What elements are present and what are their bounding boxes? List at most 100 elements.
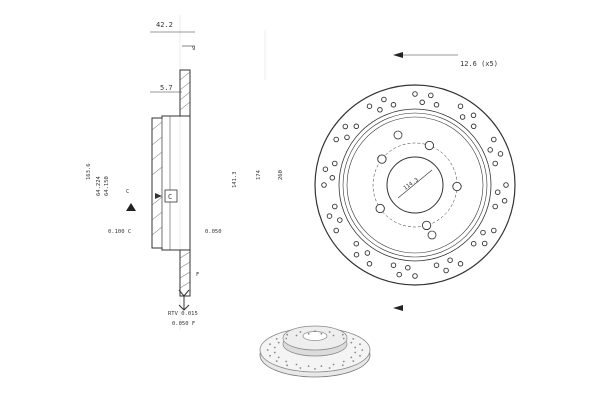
dim-outer-diameter: 260	[278, 170, 284, 180]
datum-box-c-label: C	[168, 193, 172, 201]
friction-ring-bottom	[179, 249, 191, 297]
ring-inner-edge	[338, 108, 492, 262]
label-f: F	[196, 272, 199, 278]
preview-drill-dot	[295, 334, 298, 337]
drill-hole	[366, 103, 373, 109]
preview-drill-dot	[320, 333, 323, 335]
datum-triangle	[126, 203, 136, 211]
tolerance-left: 0.100 C	[108, 229, 131, 235]
label-c-left: C	[126, 189, 129, 195]
preview-drill-dot	[352, 360, 355, 362]
leader-arrow-top	[393, 52, 403, 58]
drill-hole	[377, 107, 383, 113]
bolt-hole	[424, 140, 435, 151]
hat-outline	[151, 115, 180, 251]
drill-hole	[344, 134, 350, 141]
disc-preview	[259, 325, 371, 378]
drill-hole	[321, 182, 327, 188]
drill-hole	[329, 175, 336, 181]
drill-hole	[337, 217, 343, 223]
drill-hole	[447, 257, 453, 263]
bolt-hole	[421, 220, 432, 231]
preview-drill-dot	[286, 333, 289, 336]
drill-hole	[333, 227, 339, 234]
preview-drill-dot	[307, 333, 310, 335]
drill-hole	[497, 151, 504, 157]
preview-drill-dot	[299, 331, 302, 333]
dim-diameter-2: 64.224	[96, 175, 102, 196]
drill-hole	[364, 250, 371, 256]
drill-hole	[480, 229, 486, 236]
preview-drill-dot	[328, 367, 331, 369]
dim-top-width: 42.2	[156, 21, 173, 29]
preview-drill-dot	[320, 365, 323, 367]
preview-drill-dot	[332, 334, 335, 337]
preview-drill-dot	[275, 338, 278, 340]
preview-drill-dot	[277, 341, 280, 344]
drill-hole	[322, 166, 329, 172]
preview-drill-dot	[277, 356, 280, 359]
drill-hole	[326, 213, 333, 219]
preview-drill-dot	[354, 346, 357, 349]
preview-drill-dot	[350, 356, 353, 359]
preview-drill-dot	[275, 360, 278, 362]
preview-drill-dot	[273, 346, 276, 349]
section-hatching	[151, 71, 191, 289]
drill-hole	[433, 262, 440, 268]
pcd-leader	[397, 169, 433, 199]
drill-hole	[390, 102, 397, 108]
bolt-hole	[377, 154, 387, 164]
cross-drilled-holes	[321, 91, 509, 279]
drill-hole	[332, 203, 338, 210]
construction-lines	[179, 15, 266, 330]
dim-diameter-174: 174	[256, 169, 262, 180]
rtv-label: RTV 0.015	[168, 311, 198, 317]
drill-hole	[457, 261, 464, 267]
locator-pin-bottom	[427, 230, 437, 240]
preview-drill-dot	[332, 363, 335, 366]
drill-hole	[492, 160, 498, 167]
dim-diameter-1: 163.6	[86, 163, 92, 180]
bolt-holes	[375, 140, 462, 231]
drill-hole	[433, 102, 440, 108]
bolt-hole	[452, 181, 462, 192]
section-view	[150, 31, 195, 297]
preview-drill-dot	[341, 364, 344, 367]
dim-inner-diameter: 141.3	[232, 171, 238, 188]
hat-edge	[342, 112, 488, 258]
preview-drill-dot	[341, 333, 344, 336]
bottom-arrow	[178, 289, 190, 311]
drill-hole	[494, 189, 501, 195]
preview-drill-dot	[328, 331, 331, 333]
drill-hole	[492, 203, 498, 210]
preview-drill-dot	[269, 343, 271, 346]
preview-drill-dot	[266, 349, 269, 351]
preview-drill-dot	[286, 364, 289, 367]
datum-box-c	[164, 189, 178, 203]
drill-hole	[353, 123, 360, 130]
preview-drill-dot	[269, 354, 271, 357]
drill-hole	[481, 240, 488, 247]
drill-hole	[353, 251, 360, 258]
preview-drill-dot	[342, 360, 345, 363]
preview-drill-dot	[354, 351, 357, 354]
drill-hole	[428, 92, 434, 99]
preview-drill-dot	[350, 341, 353, 344]
drill-hole	[443, 267, 449, 274]
drill-hole	[412, 91, 418, 97]
center-bore	[386, 156, 444, 214]
drill-hole	[390, 262, 397, 268]
dim-pcd: 114.3	[403, 177, 420, 191]
drill-hole	[491, 136, 497, 143]
drill-hole	[470, 112, 477, 119]
drill-hole	[333, 136, 339, 143]
preview-drill-dot	[359, 343, 361, 346]
preview-drill-dot	[342, 337, 345, 340]
locator-pin-top	[393, 130, 403, 140]
drill-hole	[332, 160, 338, 167]
dim-flange-offset: 5.7	[160, 84, 173, 92]
tolerance-right: 0.050	[205, 229, 222, 235]
drill-hole	[457, 103, 464, 109]
